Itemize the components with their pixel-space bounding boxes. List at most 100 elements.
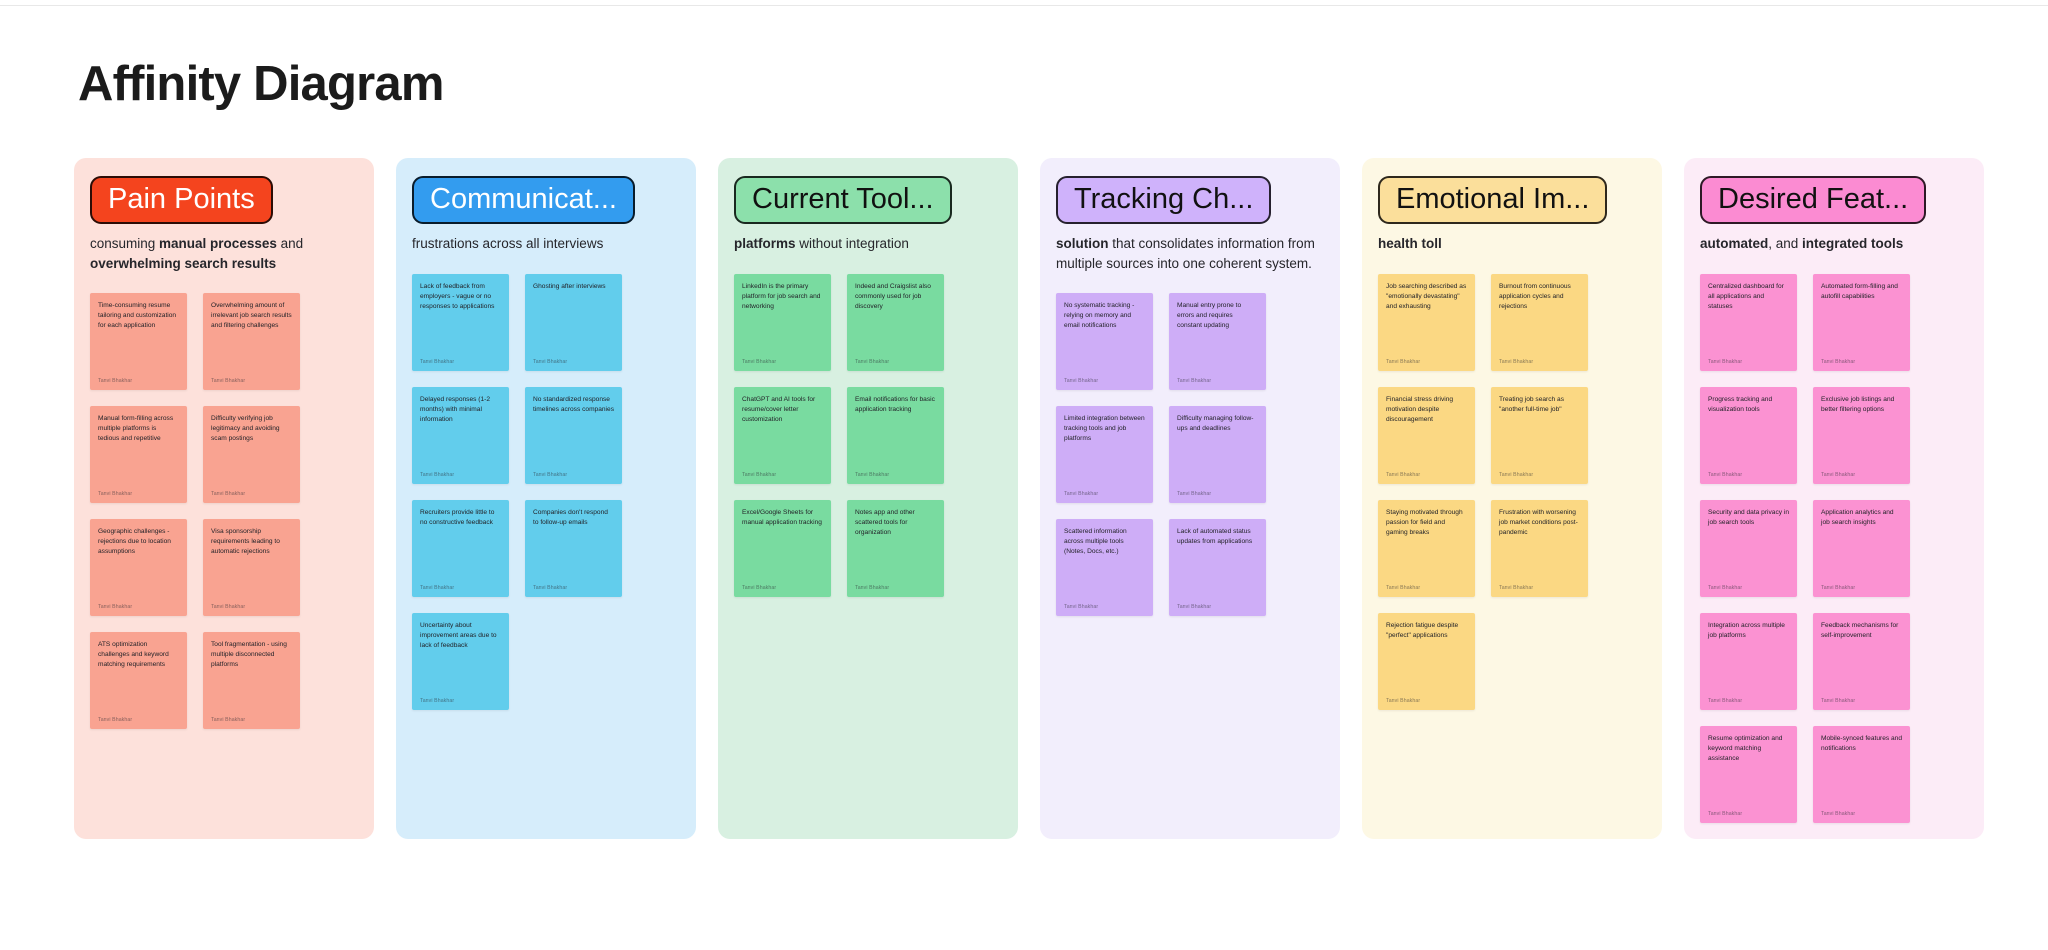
column-current-tools[interactable]: Current Tool... platforms without integr…	[718, 158, 1018, 839]
sticky-note[interactable]: Difficulty verifying job legitimacy and …	[203, 405, 300, 503]
sticky-note[interactable]: Difficulty managing follow-ups and deadl…	[1169, 405, 1266, 503]
sticky-note[interactable]: Financial stress driving motivation desp…	[1378, 386, 1475, 484]
sticky-note[interactable]: Excel/Google Sheets for manual applicati…	[734, 499, 831, 597]
sticky-note[interactable]: LinkedIn is the primary platform for job…	[734, 273, 831, 371]
column-tracking-challenges[interactable]: Tracking Ch... solution that consolidate…	[1040, 158, 1340, 839]
sticky-note[interactable]: Tool fragmentation - using multiple disc…	[203, 631, 300, 729]
note-text: Integration across multiple job platform…	[1708, 621, 1785, 639]
sticky-note[interactable]: Application analytics and job search ins…	[1813, 499, 1910, 597]
sticky-note[interactable]: Feedback mechanisms for self-improvement…	[1813, 612, 1910, 710]
subtitle-text: without integration	[795, 236, 909, 252]
column-header-communication[interactable]: Communicat...	[412, 176, 635, 225]
note-text: Email notifications for basic applicatio…	[855, 395, 935, 413]
column-communication[interactable]: Communicat... frustrations across all in…	[396, 158, 696, 839]
column-header-tracking-challenges[interactable]: Tracking Ch...	[1056, 176, 1272, 225]
note-author: Tanvi Bhakhar	[533, 358, 568, 365]
note-author: Tanvi Bhakhar	[1386, 697, 1421, 704]
note-text: LinkedIn is the primary platform for job…	[742, 282, 821, 311]
sticky-note[interactable]: Lack of automated status updates from ap…	[1169, 518, 1266, 616]
note-author: Tanvi Bhakhar	[1821, 697, 1856, 704]
note-text: Lack of feedback from employers - vague …	[420, 282, 495, 311]
column-subtitle-communication: frustrations across all interviews	[412, 234, 674, 253]
sticky-note[interactable]: Automated form-filling and autofill capa…	[1813, 273, 1910, 371]
subtitle-text: consuming	[90, 236, 160, 252]
column-header-emotional-impact[interactable]: Emotional Im...	[1378, 176, 1608, 225]
note-author: Tanvi Bhakhar	[742, 358, 777, 365]
subtitle-emphasis: overwhelming search results	[90, 255, 277, 271]
sticky-note[interactable]: Manual form-filling across multiple plat…	[90, 405, 187, 503]
sticky-note[interactable]: Uncertainty about improvement areas due …	[412, 612, 509, 710]
sticky-note[interactable]: Staying motivated through passion for fi…	[1378, 499, 1475, 597]
note-author: Tanvi Bhakhar	[211, 377, 246, 384]
sticky-note[interactable]: Lack of feedback from employers - vague …	[412, 273, 509, 371]
note-author: Tanvi Bhakhar	[98, 490, 133, 497]
column-emotional-impact[interactable]: Emotional Im... health toll Job searchin…	[1362, 158, 1662, 839]
sticky-note[interactable]: Companies don't respond to follow-up ema…	[525, 499, 622, 597]
sticky-note[interactable]: Burnout from continuous application cycl…	[1491, 273, 1588, 371]
sticky-note[interactable]: Geographic challenges - rejections due t…	[90, 518, 187, 616]
note-author: Tanvi Bhakhar	[1708, 471, 1743, 478]
sticky-note[interactable]: Email notifications for basic applicatio…	[847, 386, 944, 484]
note-text: Lack of automated status updates from ap…	[1177, 527, 1253, 545]
note-author: Tanvi Bhakhar	[98, 377, 133, 384]
note-author: Tanvi Bhakhar	[1177, 490, 1212, 497]
note-text: Progress tracking and visualization tool…	[1708, 395, 1773, 413]
sticky-note[interactable]: Overwhelming amount of irrelevant job se…	[203, 292, 300, 390]
sticky-note[interactable]: Job searching described as "emotionally …	[1378, 273, 1475, 371]
sticky-note[interactable]: Integration across multiple job platform…	[1700, 612, 1797, 710]
sticky-note[interactable]: Indeed and Craigslist also commonly used…	[847, 273, 944, 371]
sticky-note[interactable]: Time-consuming resume tailoring and cust…	[90, 292, 187, 390]
sticky-note[interactable]: No standardized response timelines acros…	[525, 386, 622, 484]
notes-grid-communication: Lack of feedback from employers - vague …	[412, 273, 680, 710]
note-text: Uncertainty about improvement areas due …	[420, 621, 497, 650]
note-text: Centralized dashboard for all applicatio…	[1708, 282, 1784, 311]
sticky-note[interactable]: Recruiters provide little to no construc…	[412, 499, 509, 597]
column-header-current-tools[interactable]: Current Tool...	[734, 176, 952, 225]
sticky-note[interactable]: Visa sponsorship requirements leading to…	[203, 518, 300, 616]
note-author: Tanvi Bhakhar	[1386, 358, 1421, 365]
note-text: Difficulty managing follow-ups and deadl…	[1177, 414, 1254, 432]
sticky-note[interactable]: Scattered information across multiple to…	[1056, 518, 1153, 616]
sticky-note[interactable]: Notes app and other scattered tools for …	[847, 499, 944, 597]
note-author: Tanvi Bhakhar	[1386, 471, 1421, 478]
note-author: Tanvi Bhakhar	[211, 716, 246, 723]
sticky-note[interactable]: Manual entry prone to errors and require…	[1169, 292, 1266, 390]
sticky-note[interactable]: Exclusive job listings and better filter…	[1813, 386, 1910, 484]
column-header-desired-features[interactable]: Desired Feat...	[1700, 176, 1927, 225]
note-author: Tanvi Bhakhar	[1821, 471, 1856, 478]
sticky-note[interactable]: Mobile-synced features and notifications…	[1813, 725, 1910, 823]
sticky-note[interactable]: ChatGPT and AI tools for resume/cover le…	[734, 386, 831, 484]
note-author: Tanvi Bhakhar	[98, 716, 133, 723]
column-header-pain-points[interactable]: Pain Points	[90, 176, 273, 225]
sticky-note[interactable]: No systematic tracking - relying on memo…	[1056, 292, 1153, 390]
sticky-note[interactable]: Treating job search as "another full-tim…	[1491, 386, 1588, 484]
sticky-note[interactable]: Rejection fatigue despite "perfect" appl…	[1378, 612, 1475, 710]
sticky-note[interactable]: Resume optimization and keyword matching…	[1700, 725, 1797, 823]
note-author: Tanvi Bhakhar	[1821, 810, 1856, 817]
sticky-note[interactable]: ATS optimization challenges and keyword …	[90, 631, 187, 729]
column-desired-features[interactable]: Desired Feat... automated, and integrate…	[1684, 158, 1984, 839]
note-author: Tanvi Bhakhar	[533, 471, 568, 478]
note-author: Tanvi Bhakhar	[533, 584, 568, 591]
sticky-note[interactable]: Security and data privacy in job search …	[1700, 499, 1797, 597]
note-text: Limited integration between tracking too…	[1064, 414, 1145, 443]
column-pain-points[interactable]: Pain Points consuming manual processes a…	[74, 158, 374, 839]
note-text: Delayed responses (1-2 months) with mini…	[420, 395, 491, 424]
note-text: Treating job search as "another full-tim…	[1499, 395, 1564, 413]
note-author: Tanvi Bhakhar	[1177, 377, 1212, 384]
sticky-note[interactable]: Delayed responses (1-2 months) with mini…	[412, 386, 509, 484]
sticky-note[interactable]: Progress tracking and visualization tool…	[1700, 386, 1797, 484]
affinity-board: Pain Points consuming manual processes a…	[74, 158, 1984, 839]
sticky-note[interactable]: Centralized dashboard for all applicatio…	[1700, 273, 1797, 371]
note-text: Tool fragmentation - using multiple disc…	[211, 640, 287, 669]
note-text: Excel/Google Sheets for manual applicati…	[742, 508, 822, 526]
note-text: Difficulty verifying job legitimacy and …	[211, 414, 280, 443]
note-author: Tanvi Bhakhar	[420, 471, 455, 478]
note-author: Tanvi Bhakhar	[420, 584, 455, 591]
sticky-note[interactable]: Frustration with worsening job market co…	[1491, 499, 1588, 597]
subtitle-emphasis: automated	[1700, 236, 1769, 252]
sticky-note[interactable]: Limited integration between tracking too…	[1056, 405, 1153, 503]
subtitle-emphasis: integrated tools	[1802, 236, 1904, 252]
notes-grid-desired-features: Centralized dashboard for all applicatio…	[1700, 273, 1968, 823]
